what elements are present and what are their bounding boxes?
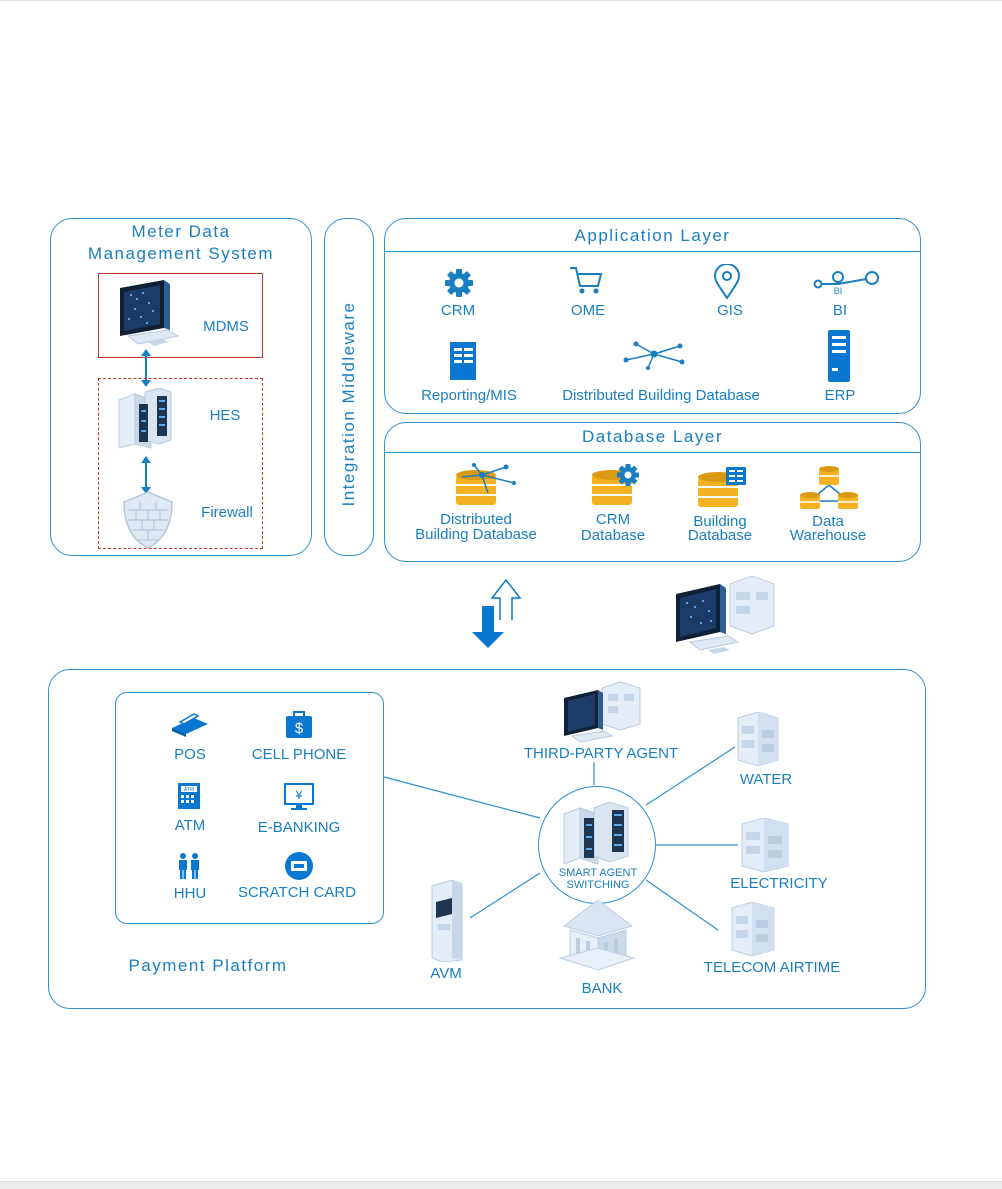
third-party-agent-label: THIRD-PARTY AGENT (523, 745, 679, 762)
mdm-title-line1: Meter Data (131, 222, 231, 241)
mdm-title-line2: Management System (87, 244, 275, 263)
middleware-panel (324, 218, 374, 556)
payment-platform-title: Payment Platform (128, 956, 288, 975)
channel-pos-label: POS (174, 746, 206, 763)
app-distributed-db-label: Distributed Building Database (562, 387, 760, 404)
data-warehouse-icon (798, 463, 860, 511)
mdm-panel (50, 218, 312, 556)
db-building-label-1: Building (693, 513, 747, 530)
cell-phone-briefcase-icon: $ (284, 710, 314, 740)
hes-firewall-box (98, 378, 263, 549)
hes-label: HES (209, 407, 241, 424)
db-warehouse-label-2: Warehouse (789, 527, 867, 544)
telecom-server-icon (730, 902, 776, 958)
pos-terminal-icon (168, 710, 212, 738)
workstation-server-icon (670, 570, 780, 660)
bottom-bar (0, 1181, 1002, 1189)
firewall-label: Firewall (201, 504, 253, 521)
atm-machine-icon: ATM (176, 781, 202, 811)
erp-server-icon (826, 328, 852, 384)
app-gis-label: GIS (717, 302, 743, 319)
db-building-label-2: Database (687, 527, 753, 544)
telecom-label: TELECOM AIRTIME (703, 959, 841, 976)
hhu-people-icon (176, 852, 202, 880)
e-banking-monitor-icon: ¥ (282, 782, 316, 812)
distributed-database-icon (452, 463, 518, 507)
server-rack-icon (115, 388, 175, 450)
channel-ebanking-label: E-BANKING (257, 819, 341, 836)
water-server-icon (736, 712, 780, 768)
mdms-label: MDMS (203, 318, 249, 335)
svg-text:¥: ¥ (295, 788, 303, 802)
database-layer-title: Database Layer (581, 427, 724, 446)
middleware-label: Integration Middleware (339, 301, 358, 507)
third-party-agent-icon (558, 680, 644, 748)
application-layer-panel (384, 218, 921, 414)
db-distributed-label-2: Building Database (415, 526, 537, 543)
hub-server-icon (562, 802, 632, 866)
db-distributed-label-1: Distributed (440, 511, 512, 528)
firewall-shield-icon (120, 490, 176, 550)
shopping-cart-icon (568, 264, 604, 296)
distributed-network-icon (622, 340, 686, 370)
payment-channels-box (115, 692, 384, 924)
crm-database-icon (590, 463, 644, 507)
application-layer-divider (385, 251, 920, 252)
application-layer-title: Application Layer (574, 226, 731, 245)
scratch-card-icon (284, 851, 314, 881)
mdms-box (98, 273, 263, 358)
svg-text:BI: BI (834, 286, 843, 296)
bank-building-icon (556, 896, 636, 974)
channel-atm-label: ATM (174, 817, 206, 834)
db-crm-label-2: Database (580, 527, 646, 544)
hub-label-2: SWITCHING (566, 879, 630, 891)
app-crm-label: CRM (440, 302, 476, 319)
avm-label: AVM (430, 965, 462, 982)
database-layer-panel (384, 422, 921, 562)
water-label: WATER (739, 771, 793, 788)
map-pin-icon (713, 264, 741, 300)
database-layer-divider (385, 452, 920, 453)
app-bi-label: BI (832, 302, 848, 319)
channel-scratchcard-label: SCRATCH CARD (237, 884, 357, 901)
app-ome-label: OME (570, 302, 606, 319)
channel-cellphone-label: CELL PHONE (251, 746, 347, 763)
channel-hhu-label: HHU (173, 885, 207, 902)
bank-label: BANK (581, 980, 623, 997)
hub-label-1: SMART AGENT (558, 867, 638, 879)
db-warehouse-label-1: Data (812, 513, 844, 530)
hes-firewall-arrow (139, 456, 153, 494)
electricity-server-icon (740, 818, 790, 874)
app-erp-label: ERP (824, 387, 856, 404)
data-flow-arrows-icon (470, 576, 524, 650)
monitor-icon (112, 278, 182, 350)
payment-platform-panel (48, 669, 926, 1009)
bi-network-icon: BI (812, 266, 882, 296)
svg-text:$: $ (295, 720, 304, 737)
avm-kiosk-icon (426, 880, 466, 962)
top-border (0, 0, 1002, 1)
db-crm-label-1: CRM (595, 511, 631, 528)
building-database-icon (696, 465, 750, 509)
electricity-label: ELECTRICITY (730, 875, 828, 892)
svg-text:ATM: ATM (184, 787, 194, 793)
gear-icon (444, 268, 474, 298)
mdms-hes-arrow (139, 349, 153, 387)
report-document-icon (448, 340, 480, 382)
app-reporting-label: Reporting/MIS (421, 387, 517, 404)
